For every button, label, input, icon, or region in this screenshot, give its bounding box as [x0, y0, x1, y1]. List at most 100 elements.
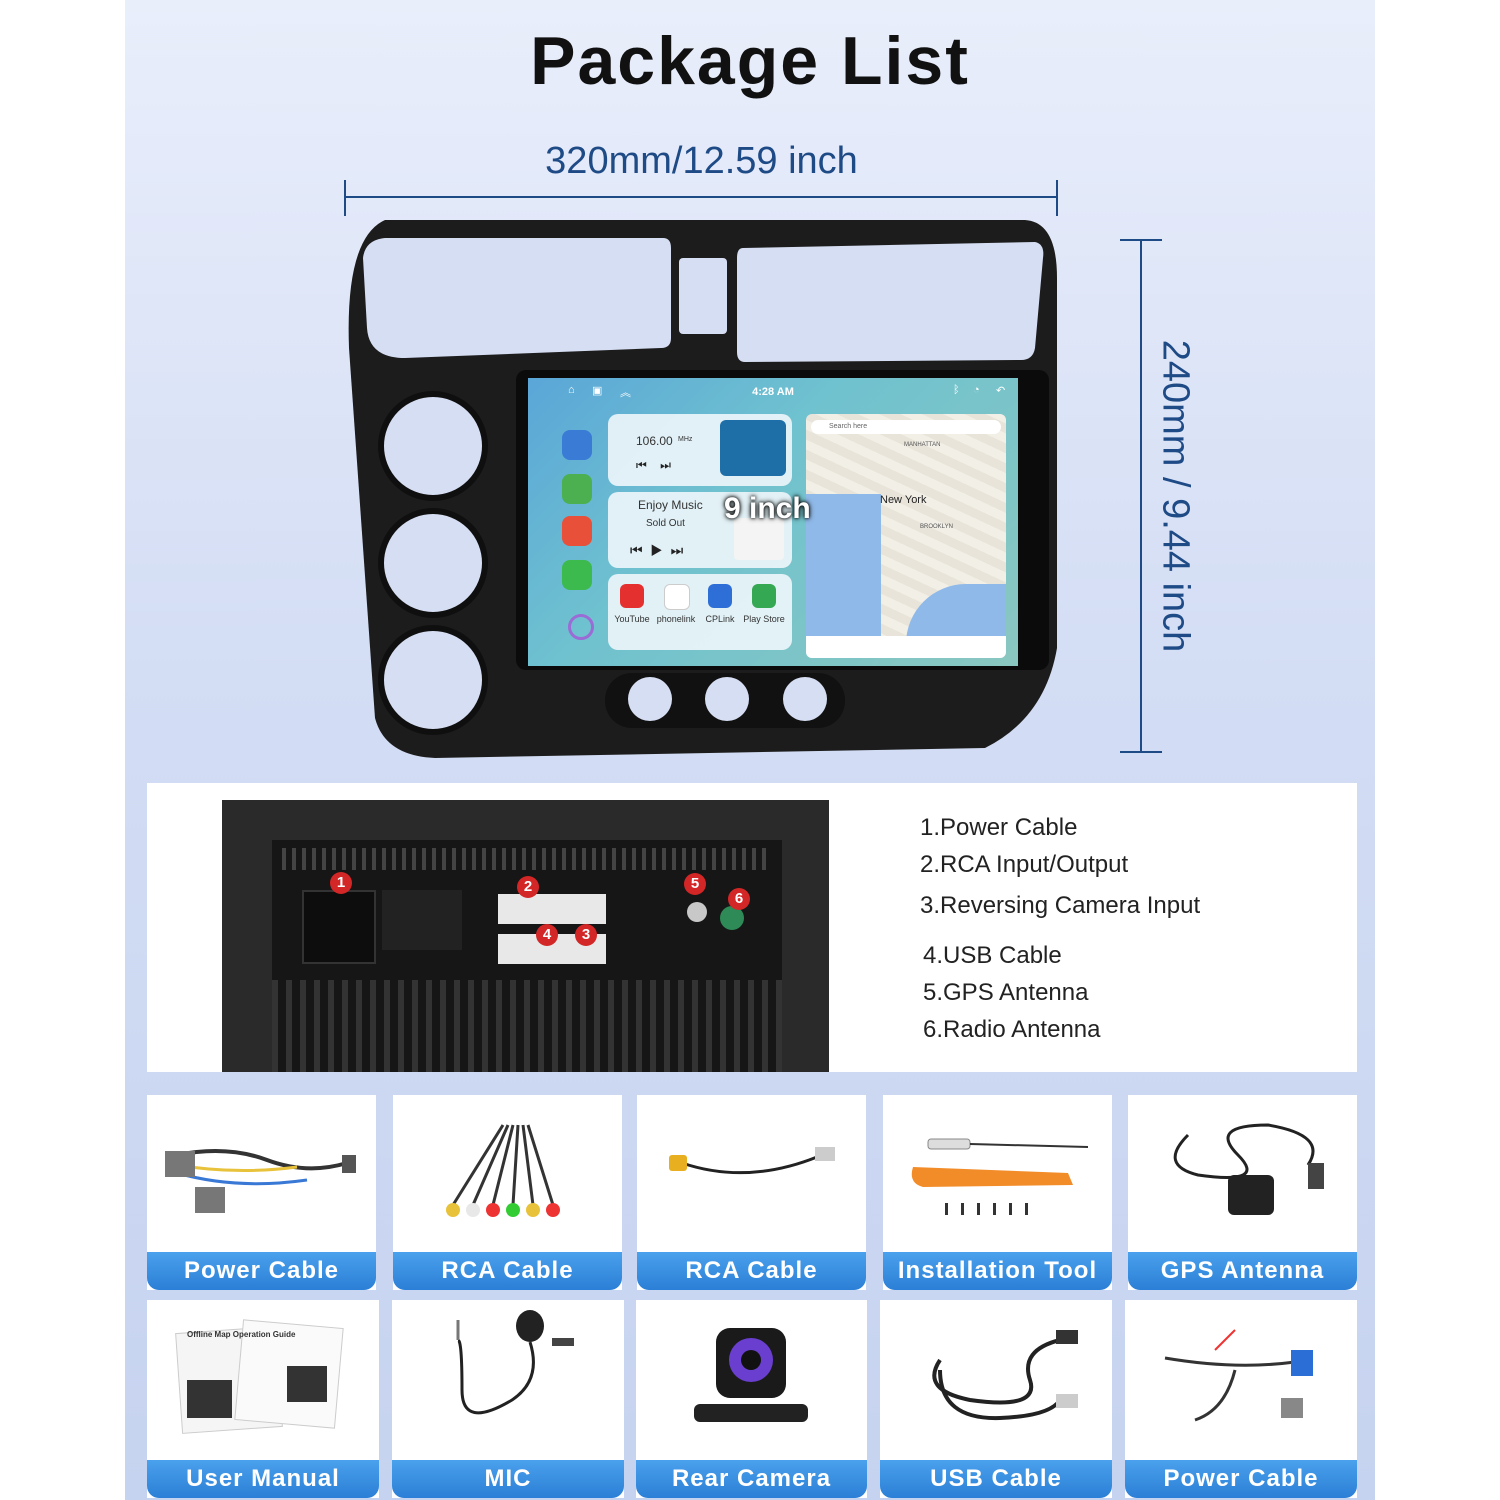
- item-tile: Power Cable: [147, 1095, 376, 1290]
- user-manual-image: [175, 1319, 344, 1434]
- radio-frequency: 106.00: [636, 434, 673, 448]
- gps-antenna-image: [1173, 1123, 1324, 1215]
- item-tile: RCA Cable: [637, 1095, 866, 1290]
- radio-artwork: [720, 420, 786, 476]
- page-title: Package List: [530, 23, 970, 99]
- port-list-item: 5.GPS Antenna: [923, 979, 1089, 1006]
- port-list-item: 3.Reversing Camera Input: [920, 892, 1201, 919]
- chevron-up-icon: ︽: [620, 387, 631, 399]
- item-label: Rear Camera: [636, 1460, 867, 1498]
- width-tick-right: [1056, 180, 1058, 216]
- callout-badge: 2: [517, 876, 539, 898]
- app-label: YouTube: [614, 614, 650, 624]
- power-cable-2-image: [1164, 1329, 1313, 1422]
- height-tick-top: [1120, 239, 1162, 241]
- usb-cable-image: [932, 1330, 1078, 1421]
- item-tile: RCA Cable: [393, 1095, 622, 1290]
- port-list-item: 1.Power Cable: [920, 814, 1078, 841]
- music-title: Enjoy Music: [638, 498, 703, 512]
- app-dock: YouTube phonelink CPLink Play Store: [608, 574, 792, 650]
- installation-tool-image: [911, 1138, 1089, 1215]
- item-tile: GPS Antenna: [1128, 1095, 1357, 1290]
- map-area-label: MANHATTAN: [904, 442, 941, 448]
- clock: 4:28 AM: [752, 386, 794, 398]
- callout-badge: 6: [728, 888, 750, 910]
- item-tile: Installation Tool: [883, 1095, 1112, 1290]
- callout-badge: 4: [536, 924, 558, 946]
- rca-connector: [498, 894, 606, 924]
- callout-badge: 5: [684, 873, 706, 895]
- status-bar: 4:28 AM ⌂ ▣ ︽ ᛒ ◔ ↶: [528, 378, 1018, 406]
- callout-badge: 1: [330, 872, 352, 894]
- fan: [382, 890, 462, 950]
- map-view[interactable]: Search here MANHATTAN New York BROOKLYN: [806, 414, 1006, 658]
- cplink-icon[interactable]: [708, 584, 732, 608]
- heatsink: [272, 980, 782, 1072]
- item-tile: USB Cable: [880, 1300, 1112, 1498]
- height-dimension-line: [1140, 240, 1142, 752]
- item-tile: Offline Map Operation Guide User Manual: [147, 1300, 379, 1498]
- head-unit-screen: 4:28 AM ⌂ ▣ ︽ ᛒ ◔ ↶ 106.00 MHz ⏮ ⏭ Enjoy…: [528, 378, 1018, 666]
- radio-controls[interactable]: ⏮ ⏭: [636, 458, 671, 472]
- rear-camera-image: [694, 1328, 808, 1422]
- item-tile: MIC: [392, 1300, 624, 1498]
- youtube-icon[interactable]: [620, 584, 644, 608]
- app-label: CPLink: [705, 614, 735, 624]
- height-tick-bottom: [1120, 751, 1162, 753]
- map-area-label: BROOKLYN: [920, 524, 953, 530]
- phonelink-icon[interactable]: [664, 584, 690, 610]
- callout-badge: 3: [575, 924, 597, 946]
- radio-unit: MHz: [678, 436, 693, 443]
- item-label: MIC: [392, 1460, 624, 1498]
- music-card[interactable]: Enjoy Music Sold Out ⏮ ▶ ⏭: [608, 492, 792, 568]
- item-label: GPS Antenna: [1128, 1252, 1357, 1290]
- item-label: User Manual: [147, 1460, 379, 1498]
- item-label: RCA Cable: [637, 1252, 866, 1290]
- width-dimension-label: 320mm/12.59 inch: [545, 140, 858, 182]
- apps-grid-icon[interactable]: [562, 430, 592, 460]
- back-icon: ↶: [996, 385, 1006, 397]
- rca-cable-image: [446, 1124, 560, 1217]
- item-label: RCA Cable: [393, 1252, 622, 1290]
- item-label: Power Cable: [147, 1252, 376, 1290]
- port-list-item: 4.USB Cable: [923, 942, 1062, 969]
- map-search-input[interactable]: Search here: [811, 420, 1001, 434]
- phone-icon[interactable]: [562, 560, 592, 590]
- screen-size-badge: 9 inch: [724, 492, 811, 525]
- item-tile: Rear Camera: [636, 1300, 867, 1498]
- radio-card[interactable]: 106.00 MHz ⏮ ⏭: [608, 414, 792, 486]
- manual-heading: Offline Map Operation Guide: [187, 1330, 296, 1339]
- vent-slots: [282, 848, 772, 870]
- assistant-icon[interactable]: [568, 614, 594, 640]
- radio-antenna-port: [720, 906, 744, 930]
- bluetooth-icon: ᛒ: [953, 384, 960, 396]
- port-list-item: 2.RCA Input/Output: [920, 851, 1129, 878]
- item-tile: Power Cable: [1125, 1300, 1357, 1498]
- music-artist: Sold Out: [646, 518, 685, 529]
- recent-apps-icon: ▣: [592, 385, 603, 397]
- gps-port: [687, 902, 707, 922]
- album-art: [734, 518, 784, 560]
- headphones-icon[interactable]: [562, 516, 592, 546]
- home-icon: ⌂: [568, 384, 575, 396]
- microphone-image: [456, 1310, 574, 1415]
- unit-back-view: [222, 800, 829, 1072]
- power-cable-image: [165, 1149, 356, 1213]
- play-store-icon[interactable]: [752, 584, 776, 608]
- power-connector: [302, 890, 376, 964]
- item-label: USB Cable: [880, 1460, 1112, 1498]
- music-controls[interactable]: ⏮ ▶ ⏭: [630, 542, 684, 558]
- maps-icon[interactable]: [562, 474, 592, 504]
- item-label: Power Cable: [1125, 1460, 1357, 1498]
- rca-camera-cable-image: [669, 1147, 835, 1175]
- item-label: Installation Tool: [883, 1252, 1112, 1290]
- app-label: phonelink: [656, 614, 696, 624]
- map-city-label: New York: [880, 494, 927, 506]
- width-tick-left: [344, 180, 346, 216]
- map-bottom-nav[interactable]: [806, 636, 1006, 658]
- width-dimension-line: [345, 196, 1058, 198]
- wifi-icon: ◔: [973, 384, 980, 396]
- height-dimension-label: 240mm / 9.44 inch: [1154, 339, 1197, 653]
- port-list-item: 6.Radio Antenna: [923, 1016, 1101, 1043]
- app-label: Play Store: [743, 614, 785, 624]
